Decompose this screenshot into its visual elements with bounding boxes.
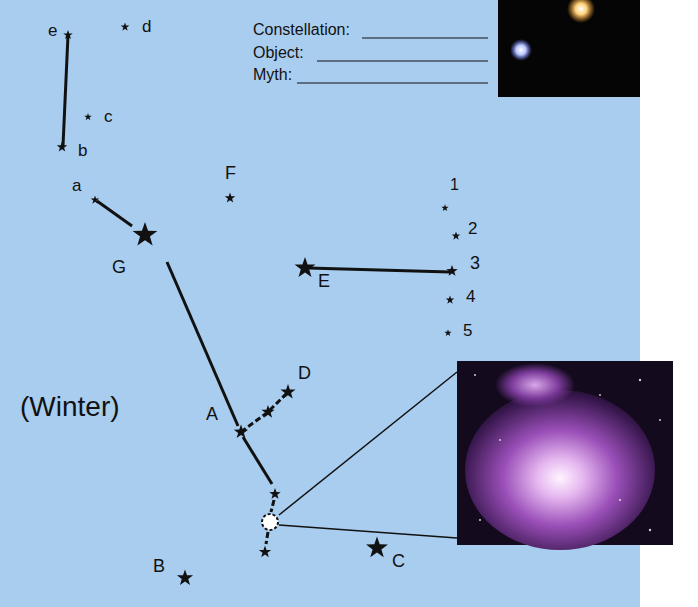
star-letter: E bbox=[318, 272, 330, 292]
star-letter: e bbox=[48, 22, 57, 41]
blank-label: Constellation: bbox=[253, 21, 350, 39]
star-letter: G bbox=[112, 258, 126, 278]
star-letter: b bbox=[78, 142, 87, 161]
star-number: 2 bbox=[468, 220, 477, 239]
star-number: 4 bbox=[466, 288, 475, 307]
star-letter: D bbox=[298, 364, 311, 384]
star-number: 3 bbox=[470, 254, 480, 274]
star-letter: C bbox=[392, 552, 405, 572]
star-letter: F bbox=[225, 164, 236, 184]
blank-label: Object: bbox=[253, 44, 304, 62]
star-number: 1 bbox=[450, 176, 459, 194]
blank-label: Myth: bbox=[253, 66, 292, 84]
star-number: 5 bbox=[463, 322, 472, 341]
star-letter: c bbox=[104, 108, 113, 127]
star-letter: d bbox=[142, 18, 151, 37]
star-letter: B bbox=[153, 557, 165, 577]
star-letter: a bbox=[72, 177, 81, 196]
season-label: (Winter) bbox=[20, 392, 120, 423]
star-letter: A bbox=[206, 405, 218, 425]
